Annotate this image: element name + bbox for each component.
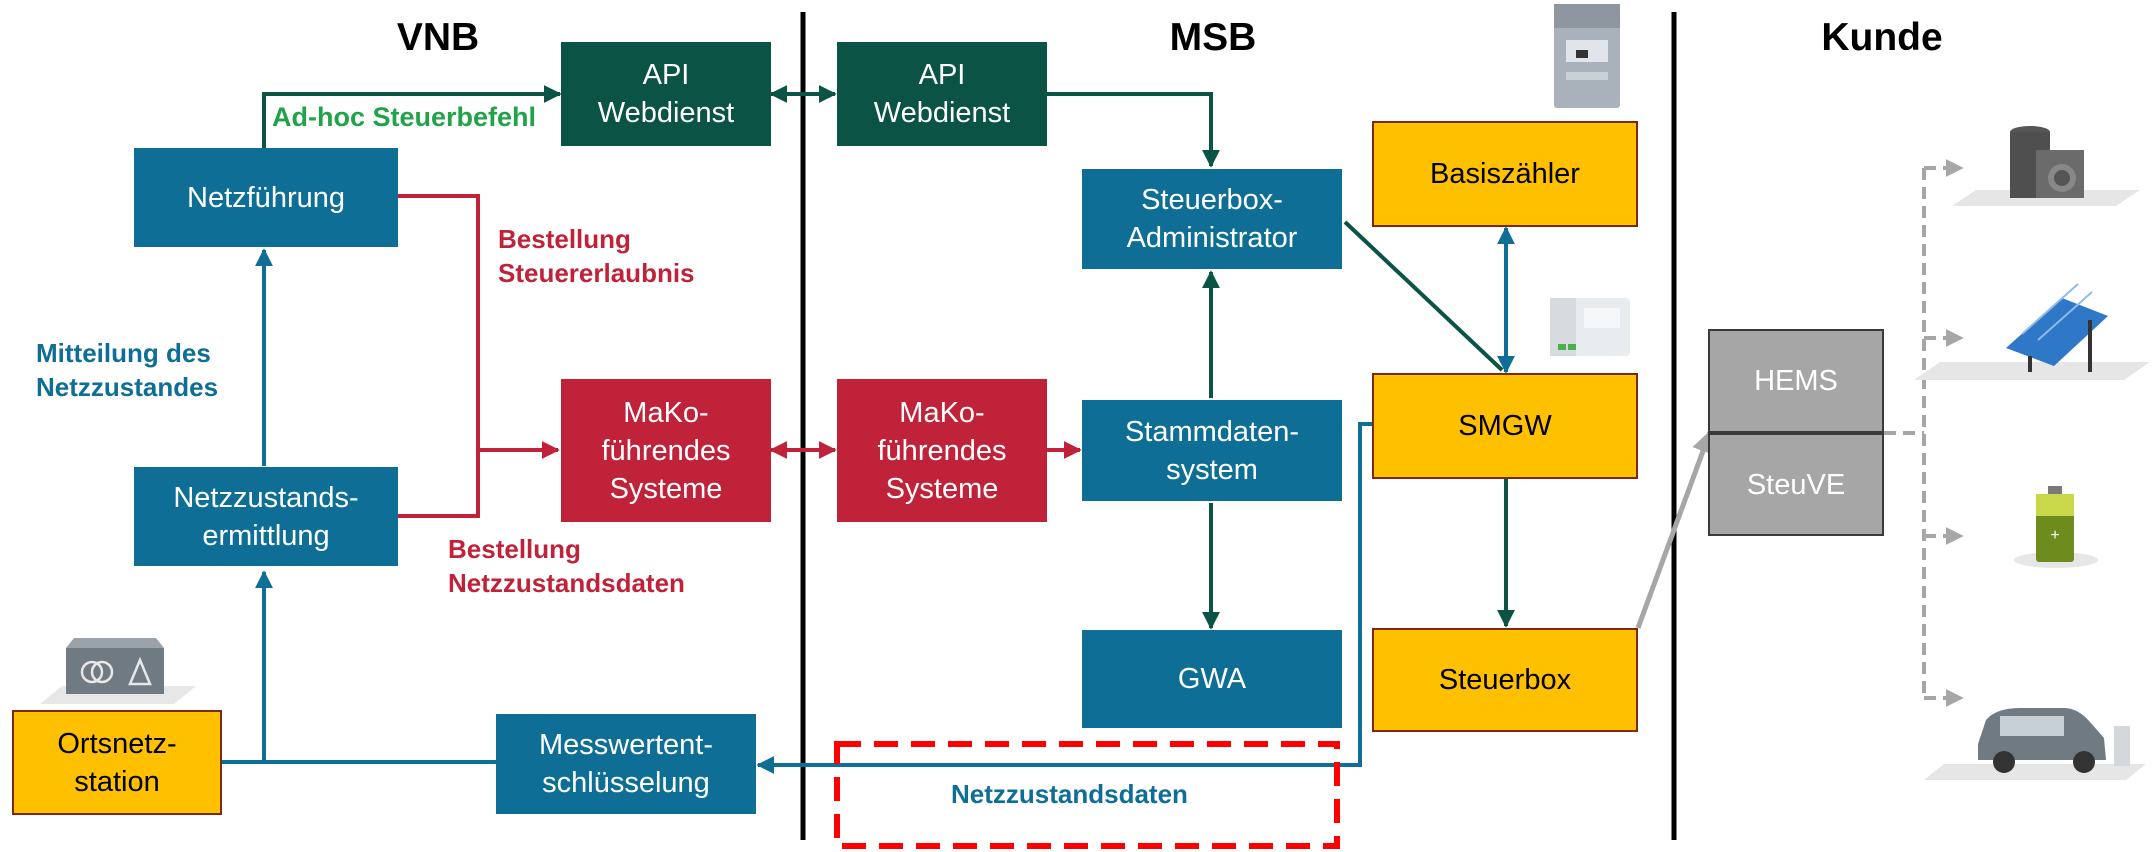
box-mako-msb: MaKo- führendes Systeme xyxy=(837,379,1047,522)
netzzustandsdaten-arrow xyxy=(756,422,1372,774)
box-basiszaehler: Basiszähler xyxy=(1372,121,1638,227)
admin-to-smgw-line xyxy=(1343,220,1504,372)
bestellung-netzzustandsdaten-line xyxy=(398,450,480,518)
box-netzzustandsermittlung: Netzzustands- ermittlung xyxy=(134,467,398,566)
electricity-meter-icon xyxy=(1554,4,1620,108)
heat-pump-icon xyxy=(1952,126,2140,206)
box-mako-vnb: MaKo- führendes Systeme xyxy=(561,379,771,522)
solar-panel-icon xyxy=(1914,283,2150,380)
api-to-steuerbox-admin-arrow xyxy=(1047,92,1220,168)
steuerbox-to-steuve-line xyxy=(1635,429,1714,629)
box-messwertentschluesselung: Messwertent- schlüsselung xyxy=(496,714,756,814)
column-title-msb: MSB xyxy=(1169,16,1257,59)
box-hems: HEMS xyxy=(1708,329,1884,433)
box-netzfuehrung: Netzführung xyxy=(134,148,398,247)
box-gwa: GWA xyxy=(1082,630,1342,728)
label-bestellung-steuererlaubnis: Bestellung Steuererlaubnis xyxy=(498,224,695,288)
label-mitteilung-netzzustand: Mitteilung des Netzzustandes xyxy=(36,338,219,402)
svg-text:+: + xyxy=(2050,527,2059,544)
column-title-vnb: VNB xyxy=(396,16,480,59)
transformer-station-icon xyxy=(40,638,196,704)
label-adhoc-steuerbefehl: Ad-hoc Steuerbefehl xyxy=(272,102,537,132)
adhoc-steuerbefehl-arrow xyxy=(262,85,562,148)
ortsnetz-to-ermittlung-arrow xyxy=(222,570,273,764)
column-title-kunde: Kunde xyxy=(1821,16,1943,59)
bestellung-steuererlaubnis-line xyxy=(398,194,480,450)
battery-storage-icon: + xyxy=(2014,486,2098,568)
smart-meter-gateway-icon xyxy=(1550,298,1630,356)
box-stammdatensystem: Stammdaten- system xyxy=(1082,400,1342,501)
netzzustandsdaten-dashed-frame xyxy=(834,741,1340,849)
box-steuerbox: Steuerbox xyxy=(1372,628,1638,732)
box-smgw: SMGW xyxy=(1372,373,1638,479)
box-ortsnetzstation: Ortsnetz- station xyxy=(12,710,222,815)
box-api-webdienst-vnb: API Webdienst xyxy=(561,42,771,146)
box-api-webdienst-msb: API Webdienst xyxy=(837,42,1047,146)
label-bestellung-netzzustandsdaten: Bestellung Netzzustandsdaten xyxy=(448,534,685,598)
box-steuerbox-administrator: Steuerbox- Administrator xyxy=(1082,169,1342,269)
box-steuve: SteuVE xyxy=(1708,433,1884,536)
electric-car-charger-icon xyxy=(1924,708,2146,780)
label-netzzustandsdaten: Netzzustandsdaten xyxy=(951,779,1188,809)
